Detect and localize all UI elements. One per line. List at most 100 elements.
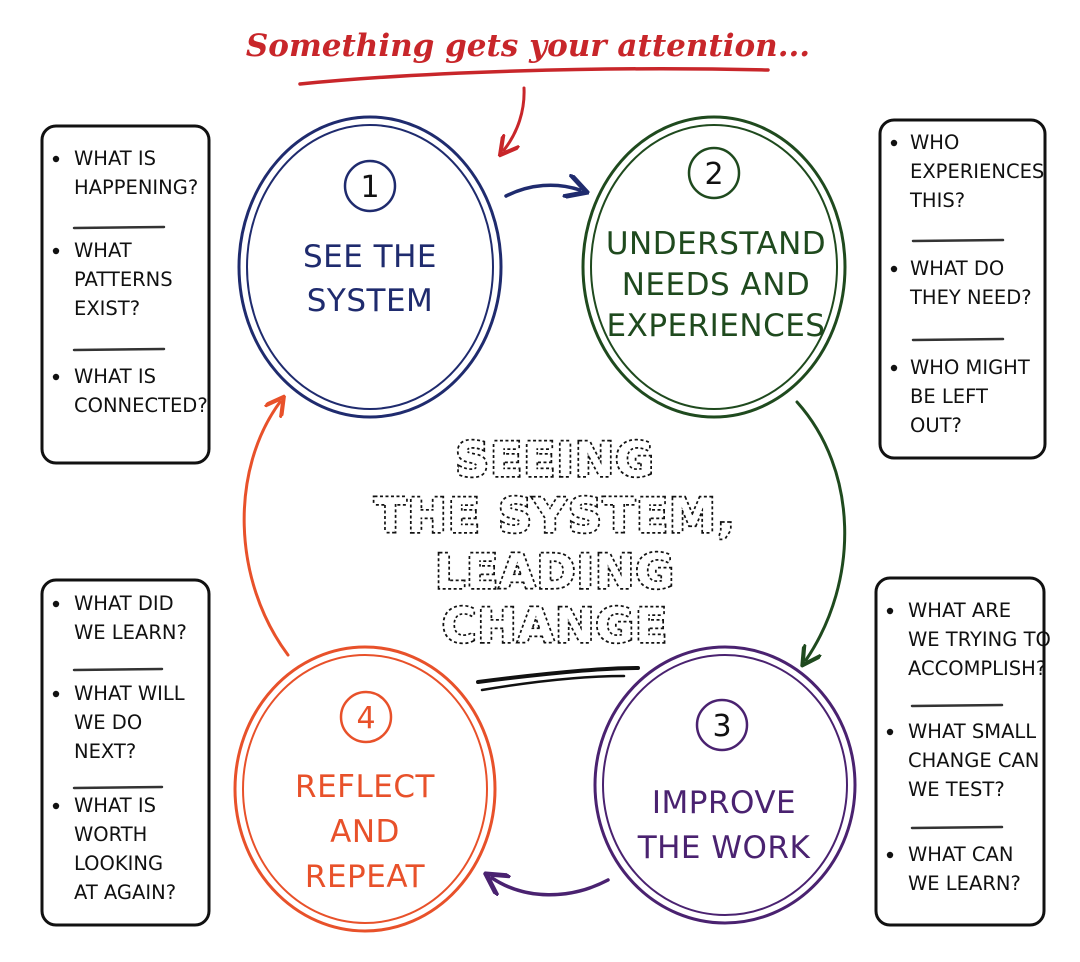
tagline-underline [298, 67, 770, 86]
question-line: LOOKING [74, 852, 163, 875]
stage-1-circle-inner [246, 124, 494, 410]
question-line: WE LEARN? [908, 872, 1021, 895]
stage-4-title-line-3: REPEAT [305, 859, 426, 895]
stage-3-title-line-1: IMPROVE [652, 785, 796, 821]
question-divider [911, 238, 1005, 243]
bullet-icon [52, 373, 60, 381]
center-underline-2 [480, 674, 626, 692]
stage-3-number-badge [695, 698, 749, 752]
stage-1-number: 1 [360, 170, 379, 205]
arrow-1-to-2 [504, 185, 580, 196]
question-line: BE LEFT [910, 385, 988, 408]
question-line: WE LEARN? [74, 621, 187, 644]
stage-2-number-badge [687, 146, 741, 200]
question-line: HAPPENING? [74, 176, 198, 199]
stage-1-circle-outer [237, 115, 503, 419]
center-underline-1 [476, 666, 640, 684]
stage-1-number-badge [343, 159, 397, 213]
center-title-line-4: CHANGE [442, 599, 668, 654]
question-line: CONNECTED? [74, 394, 208, 417]
stage-1-title-line-1: SEE THE [303, 239, 437, 275]
stage-3-circle-outer [593, 645, 857, 925]
question-line: AT AGAIN? [74, 881, 176, 904]
question-line: NEXT? [74, 740, 136, 763]
stage-4-title-line-2: AND [330, 814, 400, 850]
bullet-icon [52, 690, 60, 698]
bullet-icon [890, 265, 898, 273]
bullet-icon [890, 139, 898, 147]
arrow-2-to-3 [795, 400, 847, 660]
bullet-icon [886, 851, 894, 859]
question-divider [72, 785, 164, 790]
stage-2-title-line-1: UNDERSTAND [606, 226, 826, 262]
center-title-line-1: SEEING [455, 433, 654, 488]
stage-2-circle-inner [590, 124, 838, 410]
stage-1-title-line-2: SYSTEM [307, 283, 434, 319]
question-line: THEY NEED? [909, 286, 1032, 309]
question-line: WHO [910, 131, 959, 154]
bullet-icon [886, 728, 894, 736]
question-line: EXPERIENCES [910, 160, 1044, 183]
stage-3-number: 3 [712, 709, 731, 744]
question-box-1: WHAT IS HAPPENING? WHAT PATTERNS EXIST? WHAT … [40, 124, 211, 465]
bullet-icon [52, 600, 60, 608]
question-line: WHAT IS [74, 147, 156, 170]
question-divider [72, 347, 166, 352]
question-line: WHAT IS [74, 794, 156, 817]
bullet-icon [52, 155, 60, 163]
tagline-text: Something gets your attention... [246, 28, 810, 64]
question-line: WHAT IS [74, 365, 156, 388]
stage-2-circle-outer [581, 115, 847, 419]
question-line: WE TEST? [908, 778, 1005, 801]
question-divider [911, 337, 1005, 342]
question-line: ACCOMPLISH? [908, 657, 1046, 680]
stage-4-number: 4 [356, 701, 375, 736]
stage-3-circle-inner [602, 654, 848, 916]
stage-4-circle-outer [233, 645, 497, 933]
question-line: WHO MIGHT [910, 356, 1030, 379]
arrow-3-to-4 [492, 878, 610, 897]
stage-4-number-badge [339, 690, 393, 744]
question-box-frame [878, 118, 1047, 460]
question-divider [910, 703, 1004, 708]
question-line: WHAT ARE [908, 599, 1011, 622]
stage-4-title-line-1: REFLECT [295, 769, 435, 805]
question-line: WHAT DO [910, 257, 1004, 280]
bullet-icon [52, 247, 60, 255]
question-line: WHAT [74, 239, 132, 262]
arrow-4-to-1 [242, 402, 290, 657]
tagline-arrow [504, 86, 526, 150]
bullet-icon [886, 607, 894, 615]
question-divider [910, 825, 1004, 830]
question-box-frame [40, 124, 211, 465]
question-divider [72, 667, 164, 672]
question-divider [72, 225, 166, 230]
stage-1: 1 SEE THE SYSTEM [237, 115, 503, 419]
question-line: THIS? [909, 189, 965, 212]
question-line: WE DO [74, 711, 142, 734]
question-boxes: WHAT IS HAPPENING? WHAT PATTERNS EXIST? WHAT … [40, 118, 1051, 927]
bullet-icon [52, 802, 60, 810]
question-line: WORTH [74, 823, 147, 846]
center-title-line-3: LEADING [435, 545, 675, 600]
stage-2: 2 UNDERSTAND NEEDS AND EXPERIENCES [581, 115, 847, 419]
question-line: PATTERNS [74, 268, 173, 291]
question-line: EXIST? [74, 297, 140, 320]
question-line: WHAT WILL [74, 682, 185, 705]
bullet-icon [890, 364, 898, 372]
question-line: OUT? [910, 414, 962, 437]
stage-4: 4 REFLECT AND REPEAT [233, 645, 497, 933]
question-line: WHAT SMALL [908, 720, 1036, 743]
question-box-2: WHO EXPERIENCES THIS? WHAT DO THEY NEED? WHO … [878, 118, 1047, 460]
stage-3-title-line-2: THE WORK [637, 830, 811, 866]
stage-2-title-line-3: EXPERIENCES [607, 308, 826, 344]
question-line: CHANGE CAN [908, 749, 1039, 772]
question-line: WHAT CAN [908, 843, 1013, 866]
question-box-frame [874, 576, 1046, 927]
stage-2-number: 2 [704, 157, 723, 192]
question-box-frame [40, 578, 211, 927]
stage-4-circle-inner [242, 654, 488, 924]
